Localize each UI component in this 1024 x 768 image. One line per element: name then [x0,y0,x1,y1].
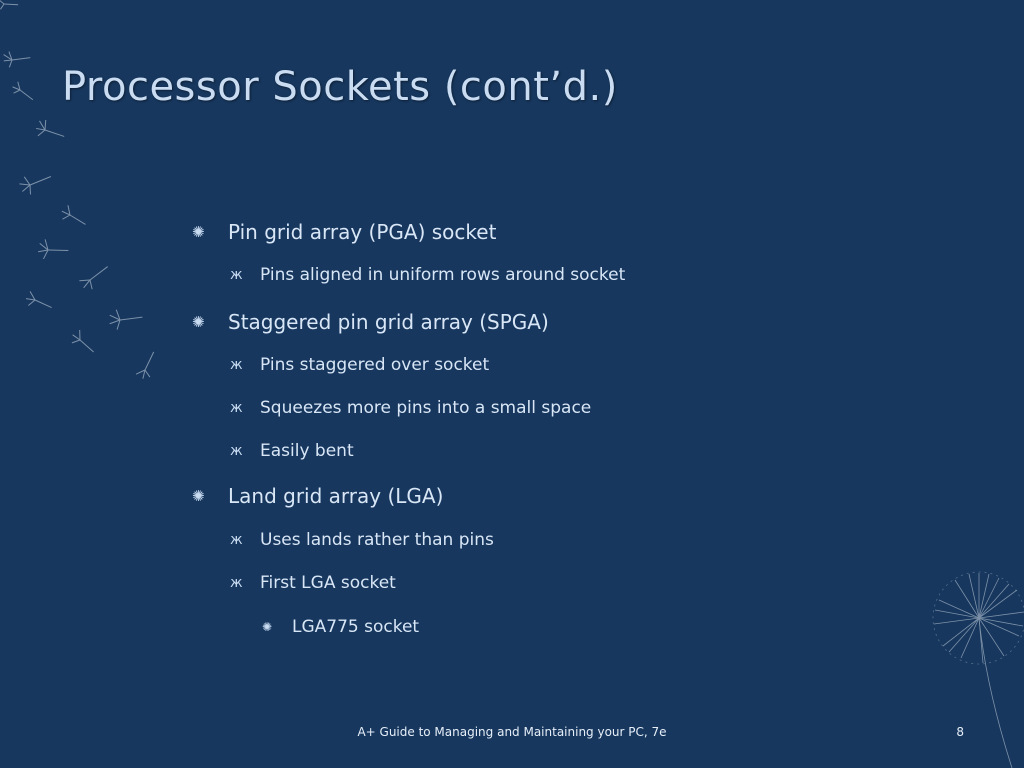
asterisk-bullet-icon: ✺ [192,313,205,331]
slide-title: Processor Sockets (cont’d.) [62,64,618,110]
list-item-text: Easily bent [260,441,354,461]
x-bullet-icon: ж [230,575,243,591]
x-bullet-icon: ж [230,267,243,283]
list-item: ✺ Pin grid array (PGA) socket [192,220,497,244]
dandelion-seeds-icon [932,571,1024,768]
list-item: ж Pins aligned in uniform rows around so… [230,265,626,285]
list-item-text: Land grid array (LGA) [228,484,444,508]
list-item-text: Pins aligned in uniform rows around sock… [260,265,626,285]
list-item-text: Uses lands rather than pins [260,530,494,550]
x-bullet-icon: ж [230,443,243,459]
asterisk-bullet-icon: ✺ [192,223,205,241]
list-item-text: Squeezes more pins into a small space [260,398,592,418]
slide-number: 8 [956,725,964,739]
asterisk-bullet-icon: ✺ [262,620,273,634]
list-item: ✺ Land grid array (LGA) [192,484,444,508]
x-bullet-icon: ж [230,532,243,548]
x-bullet-icon: ж [230,400,243,416]
list-item: ж Pins staggered over socket [230,355,490,375]
list-item: ж Uses lands rather than pins [230,530,494,550]
list-item-text: First LGA socket [260,573,396,593]
list-item: ж Squeezes more pins into a small space [230,398,592,418]
asterisk-bullet-icon: ✺ [192,487,205,505]
list-item-text: Pin grid array (PGA) socket [228,220,497,244]
slide-footer: A+ Guide to Managing and Maintaining you… [357,725,667,739]
list-item: ж Easily bent [230,441,354,461]
list-item: ж First LGA socket [230,573,396,593]
x-bullet-icon: ж [230,357,243,373]
dandelion-seeds-icon [0,0,155,379]
list-item-text: LGA775 socket [292,617,420,637]
list-item-text: Staggered pin grid array (SPGA) [228,310,549,334]
list-item: ✺ LGA775 socket [262,617,420,637]
list-item-text: Pins staggered over socket [260,355,490,375]
list-item: ✺ Staggered pin grid array (SPGA) [192,310,549,334]
